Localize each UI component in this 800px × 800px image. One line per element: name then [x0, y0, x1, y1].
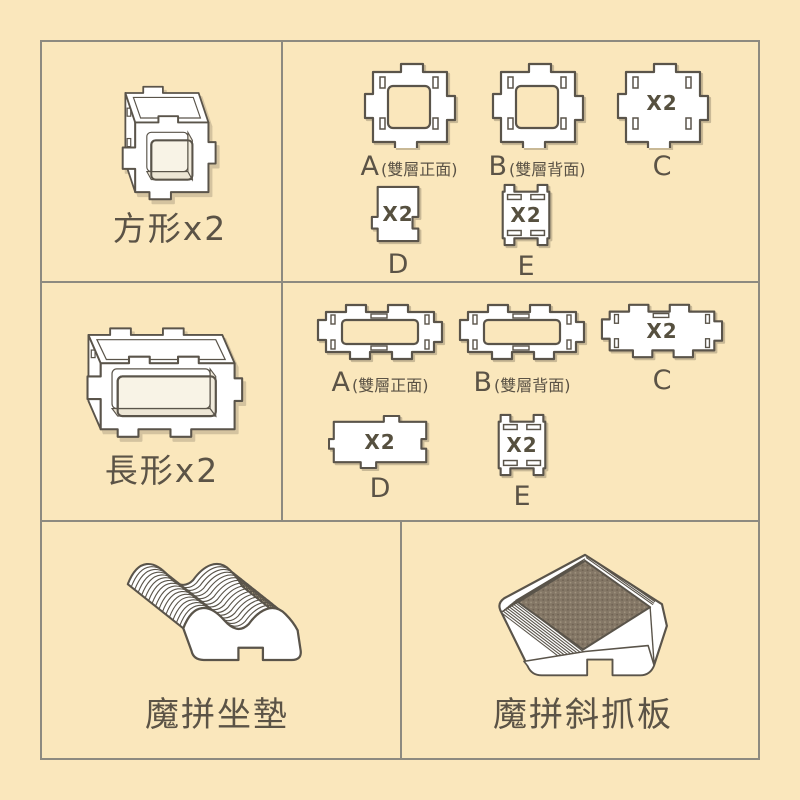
- piece-count: X2: [382, 202, 414, 226]
- square-piece-e: X2 E: [492, 182, 560, 282]
- piece-sublabel: (雙層背面): [509, 160, 586, 179]
- piece-letter: E: [513, 481, 531, 512]
- long-piece-d: X2 D: [326, 414, 434, 504]
- square-piece-c: X2 C: [608, 58, 716, 182]
- piece-letter: E: [517, 251, 535, 282]
- square-piece-d: X2 D: [366, 182, 430, 280]
- piece-count: X2: [364, 430, 396, 454]
- divider-column-bottom: [400, 520, 402, 758]
- long-block-3d-illustration: [70, 318, 254, 450]
- piece-sublabel: (雙層背面): [494, 376, 571, 395]
- piece-sublabel: (雙層正面): [351, 376, 429, 395]
- square-set-title: 方形x2: [112, 209, 228, 248]
- divider-column-top: [281, 42, 283, 520]
- cushion-title: 魔拼坐墊: [145, 695, 289, 735]
- piece-count: X2: [510, 203, 542, 227]
- piece-count: X2: [646, 91, 678, 115]
- piece-letter: A: [360, 151, 379, 182]
- long-piece-b: B(雙層背面): [456, 300, 588, 398]
- square-piece-a: A(雙層正面): [350, 58, 468, 182]
- scratch-board-illustration: [488, 547, 690, 685]
- piece-count: X2: [646, 319, 678, 343]
- long-piece-a: A(雙層正面): [314, 300, 446, 398]
- piece-count: X2: [506, 433, 538, 457]
- divider-row1: [42, 281, 758, 283]
- cushion-stack-illustration: [120, 547, 316, 679]
- piece-letter: C: [652, 365, 672, 396]
- piece-letter: B: [488, 151, 508, 182]
- piece-letter: D: [369, 473, 391, 504]
- square-piece-b: B(雙層背面): [478, 58, 596, 182]
- piece-letter: B: [473, 367, 493, 398]
- square-block-3d-illustration: [95, 76, 229, 210]
- piece-letter: D: [387, 249, 409, 280]
- long-piece-e: X2 E: [488, 412, 556, 512]
- long-set-title: 長形x2: [104, 451, 220, 490]
- piece-letter: C: [652, 151, 672, 182]
- long-piece-c: X2 C: [598, 300, 726, 396]
- piece-letter: A: [331, 367, 350, 398]
- scratch-board-title: 魔拼斜抓板: [493, 695, 673, 735]
- parts-grid: 方形x2 A(雙層正面) B(雙層背面) X2 C: [40, 40, 760, 760]
- piece-sublabel: (雙層正面): [380, 160, 458, 179]
